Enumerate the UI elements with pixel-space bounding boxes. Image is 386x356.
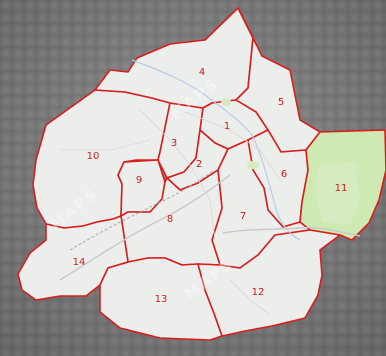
district-label-11: 11 bbox=[335, 183, 348, 194]
district-label-14: 14 bbox=[73, 257, 86, 268]
district-label-6: 6 bbox=[281, 169, 287, 180]
map-details bbox=[59, 59, 361, 316]
district-label-13: 13 bbox=[155, 294, 168, 305]
district-label-12: 12 bbox=[252, 287, 265, 298]
district-label-9: 9 bbox=[136, 175, 142, 186]
road-4 bbox=[60, 139, 151, 151]
district-label-2: 2 bbox=[196, 159, 202, 170]
park-11-area bbox=[315, 162, 360, 225]
district-label-10: 10 bbox=[87, 151, 100, 162]
main-road-sw bbox=[59, 174, 231, 281]
main-road-east bbox=[222, 226, 361, 237]
road-2 bbox=[139, 109, 216, 241]
district-label-7: 7 bbox=[240, 211, 246, 222]
district-label-1: 1 bbox=[224, 121, 230, 132]
district-label-4: 4 bbox=[199, 67, 205, 78]
district-label-8: 8 bbox=[167, 214, 173, 225]
district-label-3: 3 bbox=[171, 138, 177, 149]
district-labels: 1 2 3 4 5 6 7 8 9 10 11 12 13 14 bbox=[73, 67, 348, 305]
district-label-5: 5 bbox=[278, 97, 284, 108]
park-1-area bbox=[221, 98, 231, 106]
river bbox=[131, 59, 301, 241]
road-1 bbox=[179, 109, 281, 181]
road-3 bbox=[229, 279, 271, 316]
park-6-area bbox=[247, 161, 259, 169]
district-12-area[interactable] bbox=[197, 229, 341, 337]
